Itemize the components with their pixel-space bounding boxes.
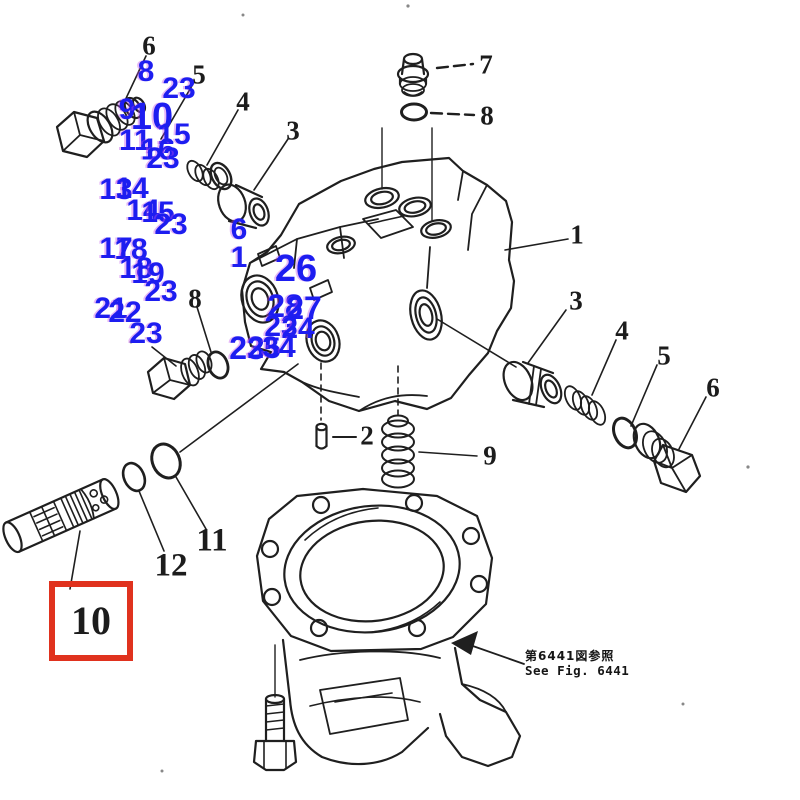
hotspot-number[interactable]: 19: [131, 257, 165, 290]
part-number-callout: 4: [615, 315, 629, 346]
hotspot-number[interactable]: 13: [99, 173, 133, 206]
o-ring-part-12: [121, 461, 147, 493]
plug-part-7: [396, 52, 430, 97]
part-number-callout: 11: [196, 522, 228, 559]
spring-part-4-upper: [186, 159, 233, 191]
selected-part-highlight: 10: [49, 581, 133, 661]
hotspot-number[interactable]: 21: [94, 292, 128, 325]
hotspot-number[interactable]: 18: [119, 252, 153, 285]
hotspot-number[interactable]: 15: [141, 196, 175, 229]
hotspot-number[interactable]: 15: [157, 118, 191, 151]
hotspot-number[interactable]: 23: [229, 330, 265, 366]
hotspot-number[interactable]: 23: [146, 142, 180, 175]
part-number-callout: 9: [483, 440, 497, 471]
part-number-callout: 7: [479, 49, 493, 80]
part-number-callout: 3: [286, 115, 300, 146]
hotspot-number[interactable]: 24: [281, 312, 315, 345]
hotspot-number[interactable]: 26: [274, 248, 318, 290]
hex-bolt-bottom: [252, 644, 298, 772]
hotspot-number[interactable]: 23: [162, 72, 196, 105]
part-number-callout: 1: [570, 219, 584, 250]
scan-dots: [129, 4, 750, 773]
spring-part-9: [381, 414, 415, 489]
hotspot-number[interactable]: 14: [126, 194, 160, 227]
part-number-callout: 6: [706, 372, 720, 403]
part-number-callout: 8: [480, 100, 494, 131]
o-ring-left-middle: [206, 350, 230, 380]
hotspot-number[interactable]: 16: [140, 131, 176, 167]
hotspot-number[interactable]: 25: [247, 332, 281, 365]
o-ring-part-8-top: [400, 102, 428, 122]
hotspot-number[interactable]: 17: [99, 232, 133, 265]
hotspot-number[interactable]: 22: [108, 296, 142, 329]
leader-lines: [69, 55, 707, 590]
sleeve-part-3-right: [502, 360, 563, 409]
plug-part-6-right: [632, 422, 702, 494]
hotspot-number[interactable]: 27: [286, 290, 322, 326]
hotspot-number[interactable]: 23: [154, 208, 188, 241]
part-number-callout: 2: [360, 420, 374, 451]
fig-reference-en: See Fig. 6441: [525, 663, 630, 678]
hotspot-number[interactable]: 23: [144, 275, 178, 308]
hotspot-number[interactable]: 23: [129, 317, 163, 350]
part-number-callout: 3: [569, 285, 583, 316]
part-number-callout: 12: [154, 547, 188, 584]
fig-reference-jp: 第6441図参照: [525, 649, 615, 663]
hotspot-number[interactable]: 28: [267, 288, 303, 324]
hotspot-number[interactable]: 18: [114, 233, 148, 266]
hotspot-number[interactable]: 8: [137, 55, 155, 88]
hotspot-number[interactable]: 23: [264, 310, 298, 343]
hotspot-number[interactable]: 1: [230, 241, 248, 274]
hotspot-number[interactable]: 34: [262, 331, 296, 364]
spool-part-10: [2, 478, 120, 554]
pin-part-2: [315, 422, 328, 450]
plug-left-middle: [146, 350, 213, 401]
see-fig-arrow: [451, 631, 525, 665]
hotspot-number[interactable]: 14: [115, 172, 149, 205]
o-ring-part-11: [150, 442, 182, 480]
cylinder-block: [255, 487, 522, 768]
part-number-callout: 5: [192, 59, 206, 90]
selected-part-number: 10: [71, 598, 111, 643]
part-number-callout: 6: [142, 30, 156, 61]
main-valve-body: [240, 127, 516, 413]
part-number-callout: 4: [236, 86, 250, 117]
hotspot-number[interactable]: 10: [130, 96, 174, 138]
spring-part-4-right: [563, 385, 607, 426]
sleeve-part-3-upper: [217, 183, 270, 230]
hotspot-number[interactable]: 6: [230, 213, 248, 246]
part-number-callout: 8: [188, 283, 202, 314]
fig-reference-note: 第6441図参照 See Fig. 6441: [525, 649, 629, 678]
hotspot-number[interactable]: 9: [118, 93, 136, 126]
part-number-callout: 5: [657, 340, 671, 371]
fitting-part-6-upper-left: [55, 96, 147, 159]
hotspot-number[interactable]: 11: [119, 124, 151, 157]
